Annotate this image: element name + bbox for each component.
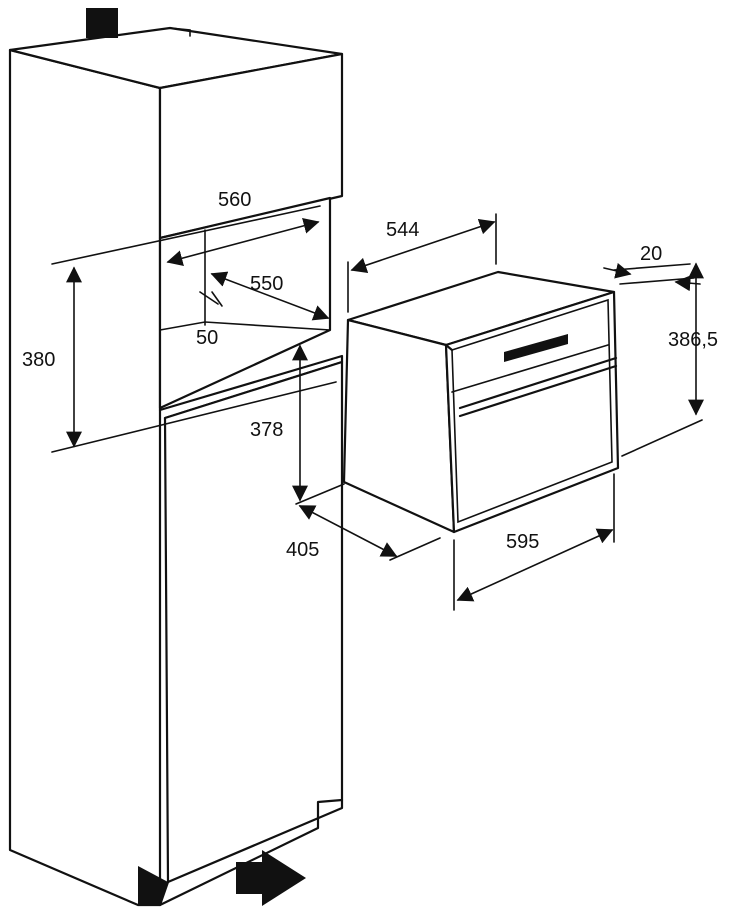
arrow-icon: [236, 850, 306, 906]
cabinet-top-lip: [169, 27, 191, 37]
dimension-lines: [51, 205, 704, 611]
label-oven-width: 595: [506, 531, 539, 553]
oven-side: [342, 318, 456, 534]
oven: [342, 270, 620, 534]
cabinet-upper-front: [158, 52, 344, 240]
oven-display: [504, 334, 568, 362]
label-oven-depth-side: 405: [286, 539, 319, 561]
cabinet: [8, 8, 344, 907]
label-front-thickness: 20: [640, 243, 662, 265]
oven-front-border: [451, 298, 613, 524]
oven-front-thickness: [444, 343, 454, 352]
niche-floor: [159, 321, 331, 331]
oven-front: [444, 290, 620, 534]
label-niche-width: 560: [218, 189, 251, 211]
square-block-icon: [86, 8, 118, 38]
oven-panel-divider: [451, 344, 609, 393]
label-front-height: 386,5: [668, 329, 718, 351]
label-niche-depth-offset: 50: [196, 327, 218, 349]
oven-handle: [458, 356, 618, 410]
label-oven-height-rear: 378: [250, 419, 283, 441]
oven-handle-lower: [458, 364, 618, 418]
label-niche-inner-width: 550: [250, 273, 283, 295]
cabinet-side-panel: [8, 48, 162, 907]
label-niche-height: 380: [22, 349, 55, 371]
plinth-shadow: [138, 866, 168, 905]
label-oven-depth-top: 544: [386, 219, 419, 241]
